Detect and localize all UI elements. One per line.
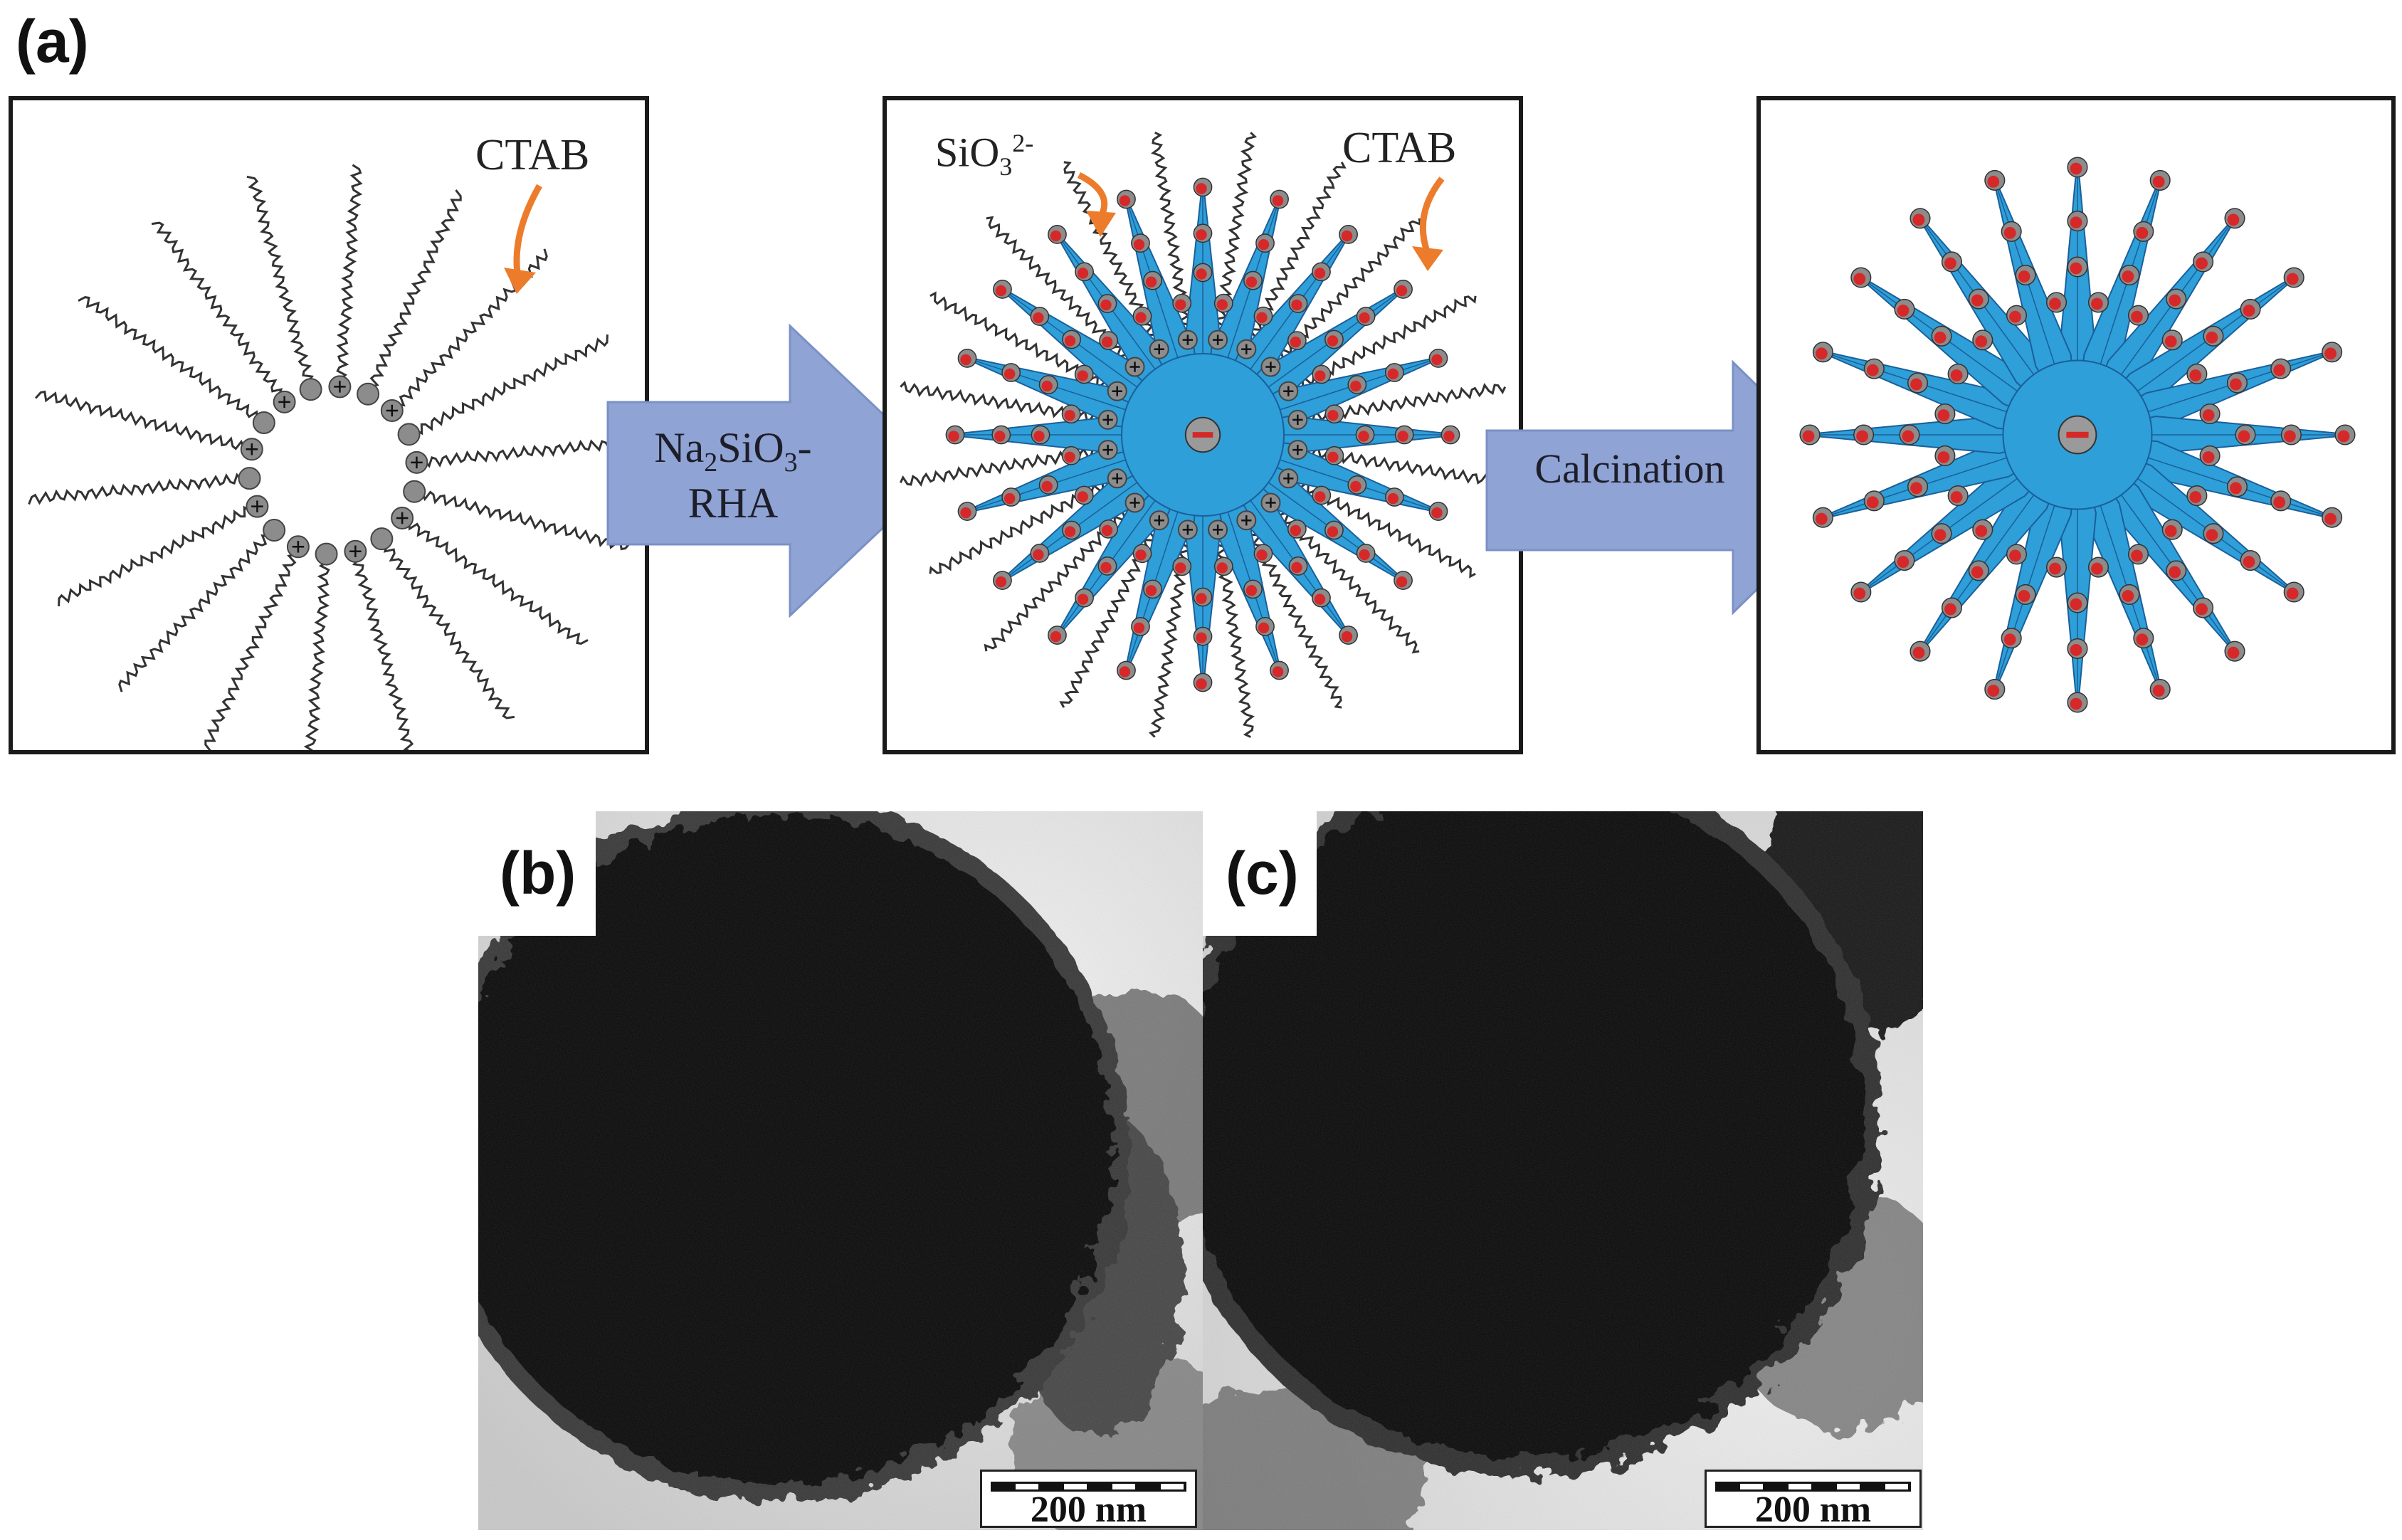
silica-micelle-drawing	[899, 131, 1507, 739]
ctab-pointer-arrowhead	[504, 268, 536, 294]
silicate-ion-label: SiO32-	[935, 129, 1034, 181]
surfactant-tail	[416, 334, 609, 436]
ctab-micelle-drawing	[28, 164, 638, 750]
ctab-label-2: CTAB	[1342, 124, 1457, 172]
surfactant-tail	[383, 545, 515, 719]
surfactant-chains	[28, 164, 638, 750]
arrow-na2sio3-rha	[606, 323, 945, 618]
step2-silica-micelle-box: SiO32- CTAB	[883, 96, 1523, 754]
panel-label-a: (a)	[16, 8, 89, 75]
surfactant-tail	[352, 559, 414, 750]
surfactant-tail	[118, 534, 268, 692]
surfactant-tail	[34, 390, 245, 450]
ctab2-pointer-arrow	[1419, 176, 1445, 255]
scale-text-b: 200 nm	[1030, 1489, 1147, 1530]
tem-label-box-b: (b)	[478, 811, 596, 936]
tem-particle-c	[1203, 811, 1923, 1530]
step3-calcined-box	[1756, 96, 2396, 754]
cationic-heads	[238, 375, 428, 566]
silicate-pointer-arrowhead	[1086, 211, 1116, 237]
arrow1-label: Na2SiO3- RHA	[654, 424, 812, 527]
surfactant-tail	[336, 164, 363, 379]
ctab-pointer-arrow	[513, 184, 542, 279]
surfactant-tail	[408, 522, 589, 645]
calcination-label: Calcination	[1534, 445, 1725, 492]
surfactant-tail	[369, 189, 462, 388]
ctab-label: CTAB	[475, 131, 590, 179]
cationic-head	[403, 480, 426, 503]
calcined-silica-drawing	[1799, 157, 2356, 713]
silica-star	[1799, 157, 2356, 713]
cationic-head	[357, 382, 380, 406]
scale-bar-b	[991, 1482, 1186, 1492]
cationic-head	[263, 519, 286, 542]
tem-image-b: (b) 200 nm	[478, 811, 1203, 1530]
surfactant-tail	[424, 436, 638, 468]
cationic-head	[315, 542, 338, 566]
scale-bar-c	[1715, 1482, 1911, 1492]
cationic-head	[370, 527, 394, 551]
surfactant-tail	[151, 221, 283, 396]
scale-text-c: 200 nm	[1754, 1489, 1872, 1530]
scale-bar-box-c: 200 nm	[1705, 1470, 1922, 1530]
surfactant-tail	[78, 296, 258, 418]
tem-particle-b	[478, 811, 1203, 1530]
silica-star	[945, 177, 1460, 692]
surfactant-tail	[204, 553, 297, 750]
scale-bar-box-b: 200 nm	[980, 1470, 1197, 1530]
surfactant-tail	[421, 490, 632, 551]
surfactant-tail	[303, 561, 330, 750]
panel-label-c: (c)	[1226, 840, 1299, 907]
step1-micelle-box: CTAB	[9, 96, 649, 754]
tem-label-box-c: (c)	[1203, 811, 1317, 936]
surfactant-tail	[28, 473, 242, 505]
ctab2-pointer-arrowhead	[1412, 246, 1443, 271]
cationic-head	[252, 411, 275, 435]
panel-label-b: (b)	[500, 840, 576, 907]
surfactant-tail	[58, 505, 251, 606]
cationic-head	[299, 378, 322, 401]
cationic-head	[397, 423, 421, 446]
tem-image-c: (c) 200 nm	[1203, 811, 1923, 1530]
surfactant-tail	[246, 175, 315, 382]
cationic-head	[238, 467, 261, 490]
